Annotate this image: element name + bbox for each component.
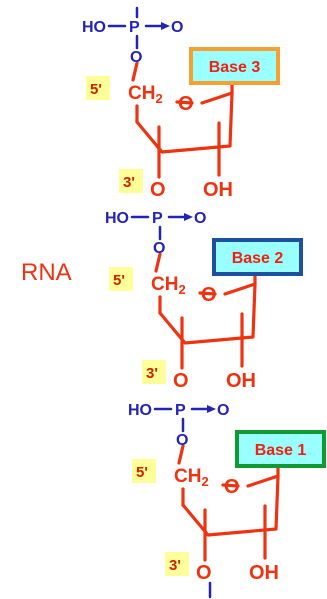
- phosphate-o-label: O: [171, 19, 183, 36]
- three-prime-label: 3': [146, 365, 158, 382]
- bond: [221, 483, 240, 488]
- hydroxyl-label: OH: [226, 370, 256, 392]
- phosphate-p-label: P: [152, 210, 163, 227]
- ring-bond: [135, 91, 234, 154]
- five-prime-label: 5': [90, 81, 102, 98]
- base-label: Base 3: [209, 59, 261, 76]
- phosphate-ho-label: HO: [105, 210, 129, 227]
- five-prime-badge: [86, 76, 110, 100]
- phosphate-p-label: P: [129, 19, 140, 36]
- three-prime-badge: [119, 169, 143, 193]
- linker-o-label: O: [130, 49, 142, 66]
- phosphate-o-label: O: [217, 402, 229, 419]
- base-label: Base 1: [255, 442, 307, 459]
- three-prime-badge: [165, 552, 189, 576]
- ring-oxygen-label: O: [224, 476, 240, 498]
- base-box: [235, 430, 326, 468]
- bond: [131, 61, 139, 82]
- ch2-label: CH2: [151, 274, 186, 297]
- three-prime-label: 3': [123, 174, 135, 191]
- bond: [154, 252, 162, 273]
- three-prime-badge: [142, 360, 166, 384]
- ch2-label: CH2: [128, 83, 163, 106]
- hydroxyl-label: OH: [249, 562, 279, 584]
- arrow-head: [161, 22, 170, 30]
- five-prime-label: 5': [136, 464, 148, 481]
- three-prime-label: 3': [169, 557, 181, 574]
- rna-label: RNA: [21, 259, 72, 286]
- ch2-label: CH2: [174, 466, 209, 489]
- three-prime-oxygen-label: O: [150, 179, 166, 201]
- phosphate-o-label: O: [194, 210, 206, 227]
- bond: [175, 100, 194, 105]
- base-box: [212, 238, 303, 276]
- bond: [198, 291, 217, 296]
- three-prime-oxygen-label: O: [196, 562, 212, 584]
- ring-oxygen-label: O: [201, 284, 217, 306]
- phosphate-ho-label: HO: [128, 402, 152, 419]
- bond: [177, 444, 185, 465]
- five-prime-label: 5': [113, 272, 125, 289]
- three-prime-oxygen-label: O: [173, 370, 189, 392]
- linker-o-label: O: [153, 240, 165, 257]
- arrow-head: [184, 213, 193, 221]
- base-box: [189, 47, 280, 85]
- base-label: Base 2: [232, 250, 284, 267]
- arrow-head: [207, 405, 216, 413]
- five-prime-badge: [132, 459, 156, 483]
- hydroxyl-label: OH: [203, 179, 233, 201]
- phosphate-p-label: P: [175, 402, 186, 419]
- linker-o-label: O: [176, 432, 188, 449]
- five-prime-badge: [109, 267, 133, 291]
- ring-oxygen-label: O: [178, 93, 194, 115]
- ring-bond: [181, 474, 280, 537]
- phosphate-ho-label: HO: [82, 19, 106, 36]
- ring-bond: [158, 282, 257, 345]
